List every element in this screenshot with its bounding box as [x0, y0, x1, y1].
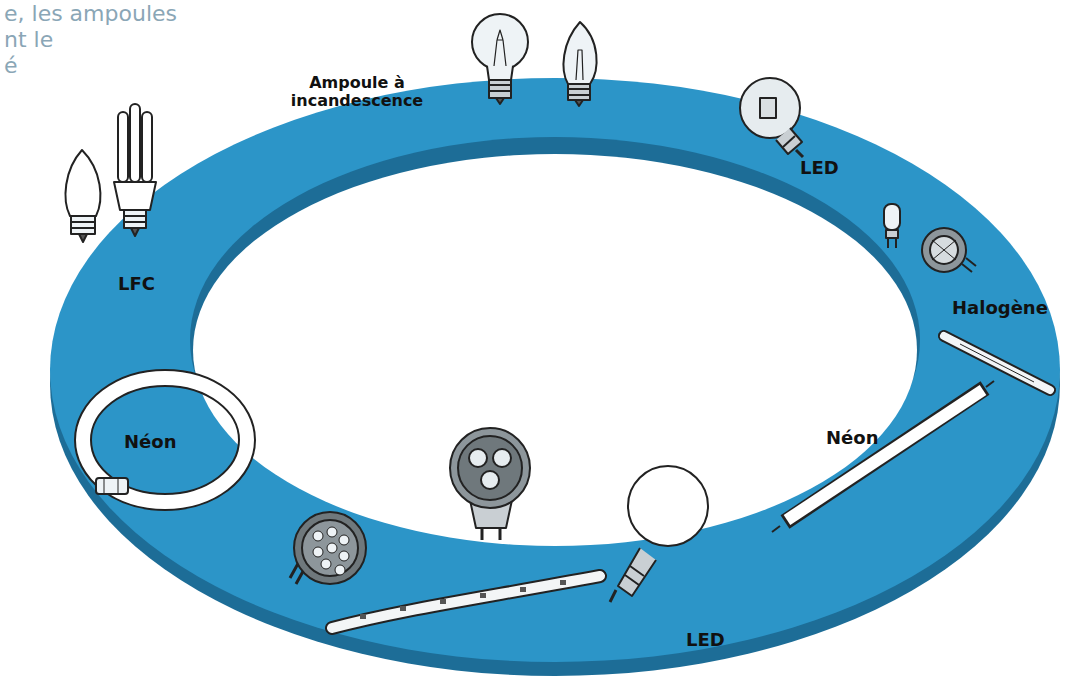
candle-bulb [564, 22, 597, 106]
lamp-label: Ampoule à incandescence [282, 74, 432, 109]
ring-top [50, 78, 1060, 662]
incandescent-bulb [472, 14, 528, 104]
ring-hole [193, 154, 917, 546]
heading-fragment: e, les ampoules [4, 2, 177, 26]
lamp-label: LFC [118, 274, 155, 294]
led-bulb-clear [740, 78, 803, 157]
led-spot [450, 428, 530, 540]
lamp-label: Néon [124, 432, 176, 452]
ring [50, 78, 1060, 676]
lamp-label: LED [800, 158, 839, 178]
halogen-reflector [922, 228, 976, 272]
lfc-tubes [114, 104, 156, 236]
lamp-label: Halogène [952, 298, 1048, 318]
lfc-candle [66, 150, 101, 242]
led-strip [332, 576, 600, 628]
heading-fragment: nt le [4, 28, 53, 52]
lamp-label: Néon [826, 428, 878, 448]
neon-tube [772, 381, 994, 532]
led-mr16 [290, 512, 366, 584]
halogen-capsule [884, 204, 900, 248]
lamp-label: LED [686, 630, 725, 650]
heading-fragment: é [4, 54, 18, 78]
halogen-tube [944, 336, 1050, 390]
led-globe [610, 466, 708, 602]
bulbs [66, 14, 1050, 628]
neon-ring [83, 378, 247, 502]
